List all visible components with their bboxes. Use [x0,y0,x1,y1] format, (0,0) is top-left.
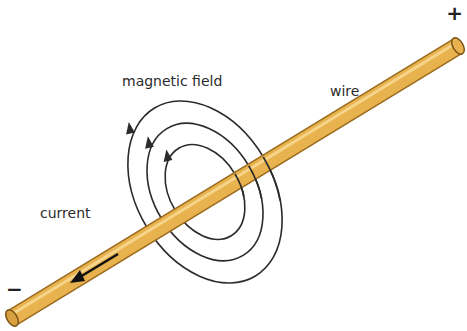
field-arrowhead [121,122,136,138]
wire-label: wire [330,84,359,99]
field-label: magnetic field [122,74,222,89]
field-loops-front [232,157,287,215]
wire-outline [12,46,458,318]
field-arrowhead [140,136,155,152]
polarity-sign: − [6,278,23,300]
wire-end [449,36,467,57]
field-arrowhead [159,150,174,166]
wire-body [12,46,458,318]
wire-highlight [14,43,456,313]
field-loop-front [232,174,248,197]
field-loop-front [244,166,267,199]
current-arrowhead [70,270,85,283]
current-arrow [80,254,118,277]
current-label: current [40,206,91,221]
wire-end [3,308,21,329]
polarity-sign: + [446,2,463,24]
